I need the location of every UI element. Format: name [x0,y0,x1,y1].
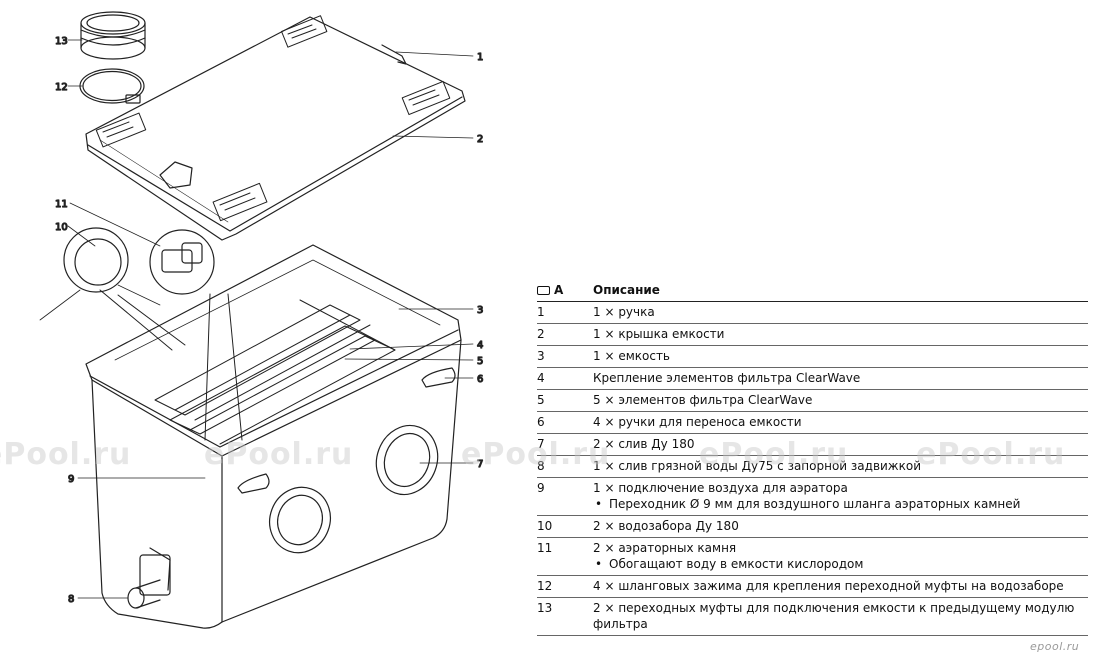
part-description-text: 2 × аэраторных камня [593,540,737,555]
part-number-cell: 12 [537,575,593,598]
part-description-text: 1 × ручка [593,304,655,319]
callout-9: 9 [68,474,74,485]
part-description-text: 4 × шланговых зажима для крепления перех… [593,578,1064,593]
callout-12: 12 [55,82,68,93]
part-description-text: 2 × водозабора Ду 180 [593,518,739,533]
part-description-cell: Крепление элементов фильтра ClearWave [593,367,1088,390]
table-row: 91 × подключение воздуха для аэратораПер… [537,477,1088,516]
part-number-cell: 1 [537,301,593,324]
callout-6: 6 [477,374,483,385]
part-description-text: 2 × слив Ду 180 [593,436,695,451]
part-number-cell: 3 [537,345,593,368]
part-description-text: 1 × подключение воздуха для аэратора [593,480,848,495]
part-number-cell: 8 [537,455,593,478]
part-number-cell: 9 [537,477,593,516]
callout-11: 11 [55,199,68,210]
part-number-cell: 2 [537,323,593,346]
part-description-cell: 2 × переходных муфты для подключения емк… [593,597,1088,636]
part-number-cell: 10 [537,515,593,538]
part-description-cell: 1 × крышка емкости [593,323,1088,346]
column-header-description: Описание [593,281,1088,302]
part-description-cell: 1 × подключение воздуха для аэратораПере… [593,477,1088,516]
part-number-cell: 4 [537,367,593,390]
part-description-cell: 2 × водозабора Ду 180 [593,515,1088,538]
callout-leaders [67,39,474,599]
part-description-cell: 4 × ручки для переноса емкости [593,411,1088,434]
part-description-text: 1 × крышка емкости [593,326,725,341]
part-description-cell: 2 × слив Ду 180 [593,433,1088,456]
part-description-cell: 2 × аэраторных камняОбогащают воду в емк… [593,537,1088,576]
callout-5: 5 [477,356,483,367]
hose-clamp-drawing [79,68,145,104]
exploded-view-drawing: 13 12 1 2 11 10 3 4 5 6 7 9 8 [39,11,484,629]
part-description-text: 4 × ручки для переноса емкости [593,414,802,429]
callout-4: 4 [477,340,483,351]
callout-1: 1 [477,52,483,63]
part-number-cell: 5 [537,389,593,412]
aerator-stone-drawing [149,229,215,295]
outlet-drawing [269,424,439,554]
callout-2: 2 [477,134,483,145]
part-description-cell: 1 × емкость [593,345,1088,368]
part-description-text: Крепление элементов фильтра ClearWave [593,370,861,385]
part-description-text: 5 × элементов фильтра ClearWave [593,392,813,407]
callout-13: 13 [55,36,68,47]
column-header-number-label: A [554,283,564,297]
part-description-cell: 1 × ручка [593,301,1088,324]
part-description-text: 1 × слив грязной воды Ду75 с запорной за… [593,458,922,473]
tank-body-drawing [85,244,462,629]
table-header-row: A Описание [537,281,1088,302]
part-description-cell: 1 × слив грязной воды Ду75 с запорной за… [593,455,1088,478]
box-icon [537,285,550,295]
part-number-cell: 11 [537,537,593,576]
part-number-cell: 7 [537,433,593,456]
callout-3: 3 [477,305,483,316]
part-sub-bullet: Обогащают воду в емкости кислородом [593,556,1088,572]
part-number-cell: 13 [537,597,593,636]
callout-8: 8 [68,594,74,605]
epool-logo: epool.ru [1030,640,1080,653]
callout-7: 7 [477,459,483,470]
part-description-text: 1 × емкость [593,348,671,363]
part-description-cell: 5 × элементов фильтра ClearWave [593,389,1088,412]
part-sub-bullet: Переходник Ø 9 мм для воздушного шланга … [593,496,1088,512]
part-description-cell: 4 × шланговых зажима для крепления перех… [593,575,1088,598]
column-header-number: A [537,281,593,302]
tank-lid-drawing [85,15,466,241]
transition-coupling-drawing [80,11,146,60]
drain-valve-drawing [127,547,171,609]
table-row: 112 × аэраторных камняОбогащают воду в е… [537,537,1088,576]
inlet-drawing [39,227,161,321]
part-number-cell: 6 [537,411,593,434]
callout-10: 10 [55,222,68,233]
part-description-text: 2 × переходных муфты для подключения емк… [593,600,1075,631]
